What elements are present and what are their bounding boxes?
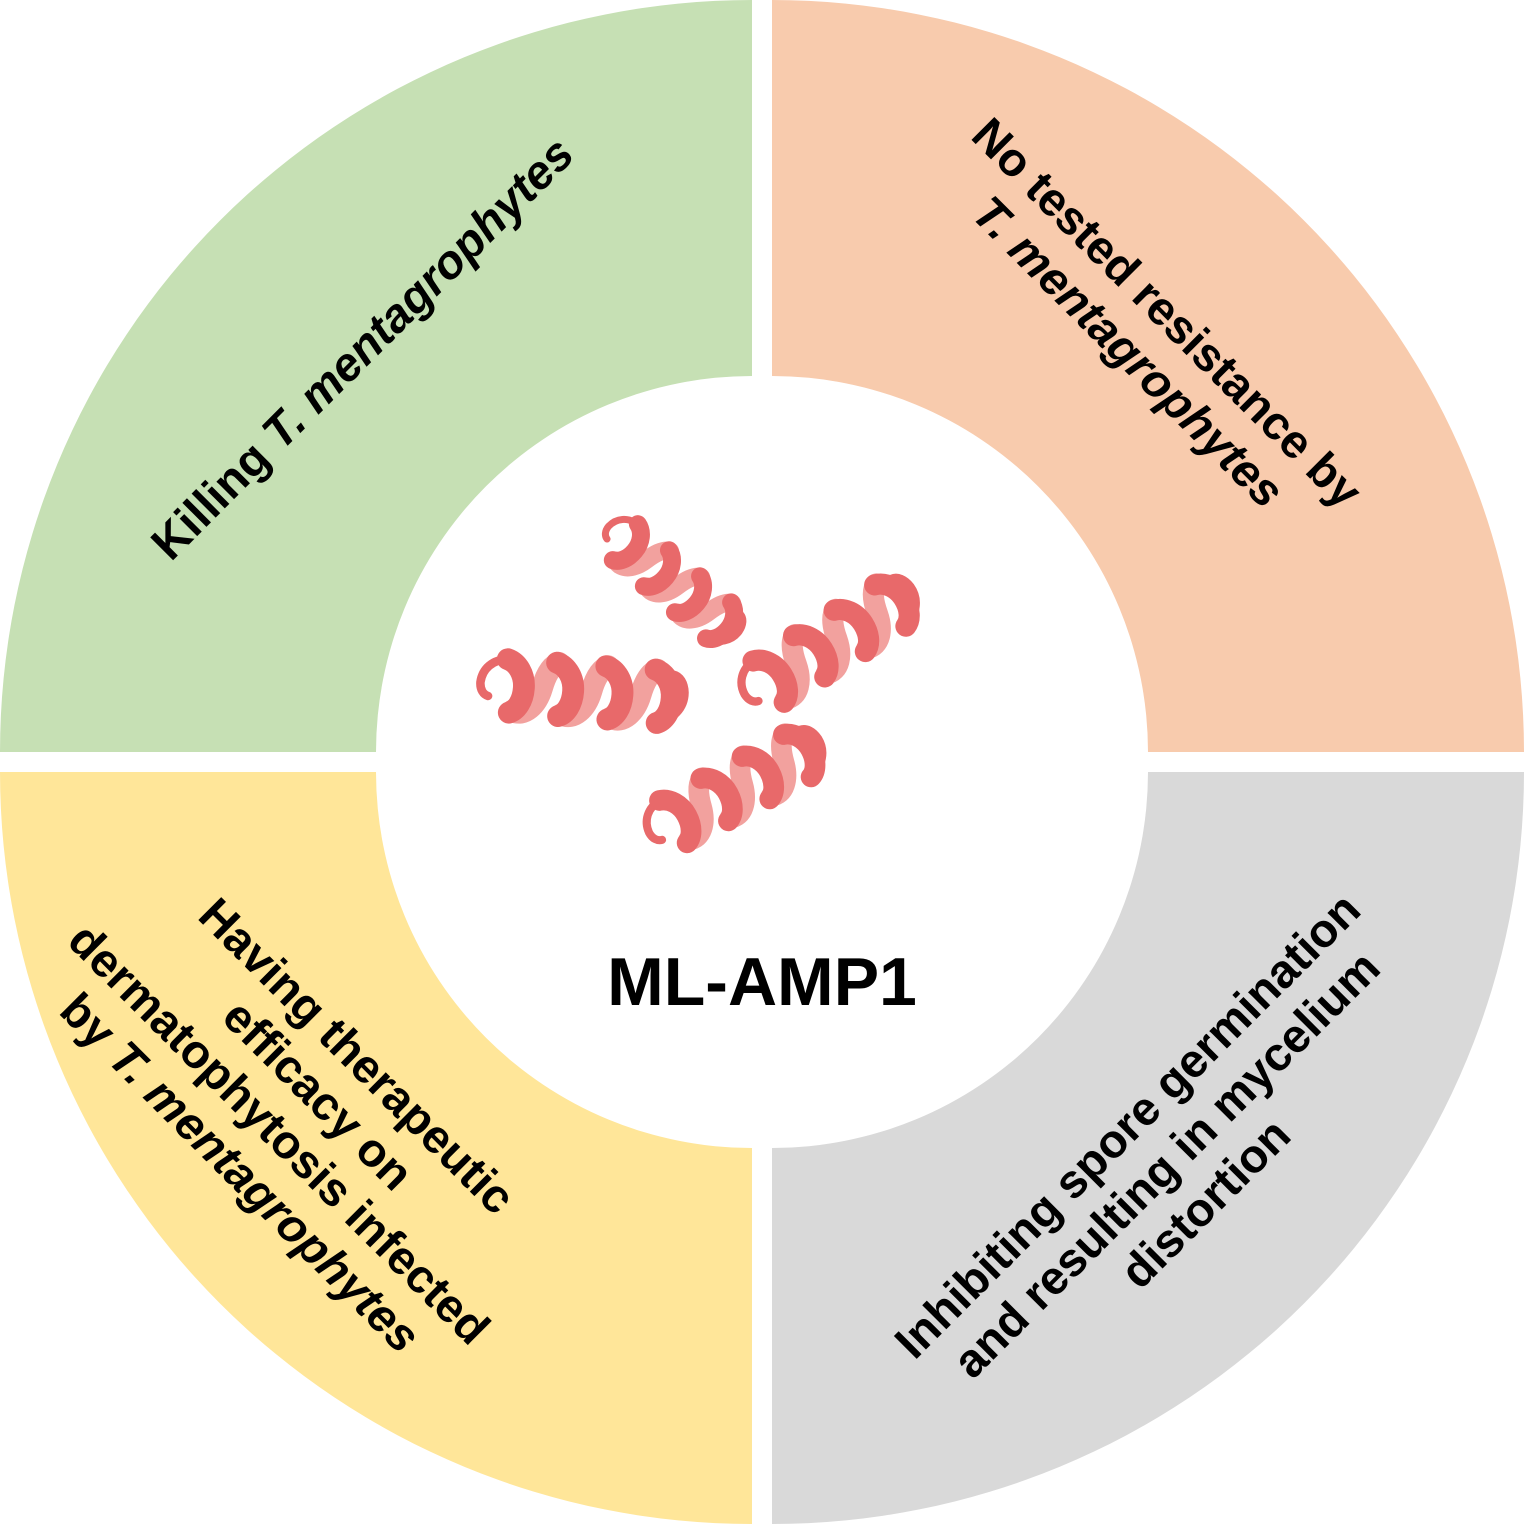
protein-ribbon-graphic xyxy=(478,511,927,857)
center-molecule-label: ML-AMP1 xyxy=(607,944,917,1020)
alpha-helix-icon xyxy=(594,511,751,652)
alpha-helix-icon xyxy=(478,657,686,724)
alpha-helix-icon xyxy=(732,569,927,718)
alpha-helix-icon xyxy=(638,721,833,856)
quadrant-top-left xyxy=(0,0,752,752)
